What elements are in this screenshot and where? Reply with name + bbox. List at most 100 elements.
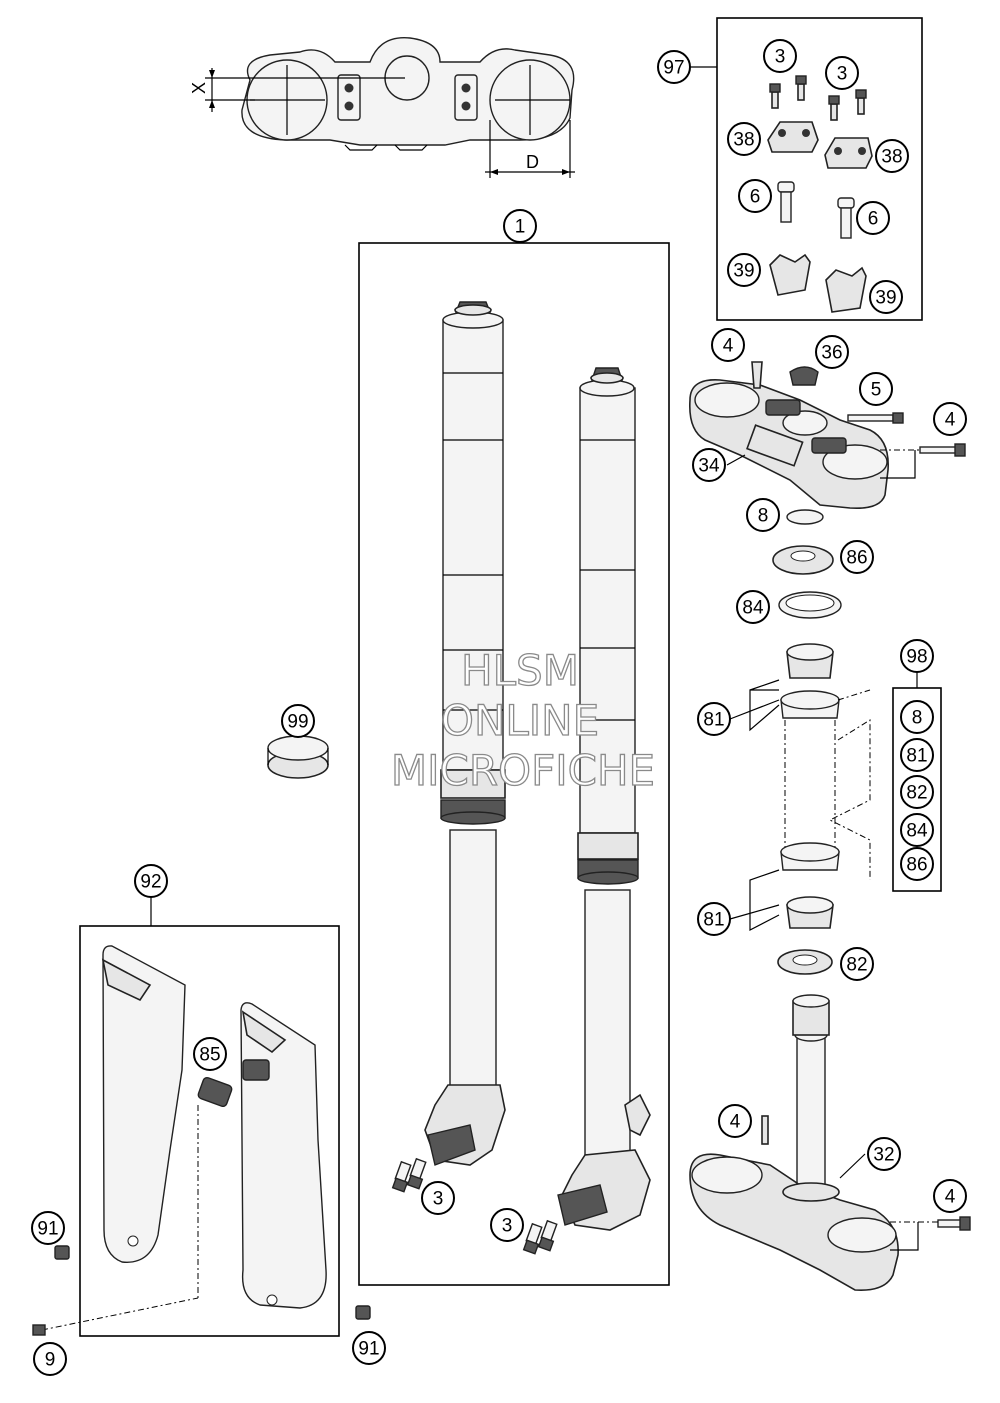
- callout-97[interactable]: 97: [657, 50, 691, 84]
- seal-ring-84: [778, 591, 842, 619]
- dimension-d-label: D: [526, 152, 539, 172]
- leader-lines: [726, 454, 866, 1179]
- svg-text:81: 81: [906, 746, 927, 767]
- handlebar-riser-icon: [769, 253, 811, 296]
- svg-text:4: 4: [723, 336, 734, 357]
- steering-head-outline: [784, 689, 871, 880]
- svg-text:5: 5: [871, 380, 882, 401]
- callout-81b[interactable]: 81: [697, 902, 731, 936]
- clamp-icon: [824, 137, 873, 169]
- callout-4a[interactable]: 4: [711, 328, 745, 362]
- svg-text:82: 82: [906, 783, 927, 804]
- callout-34[interactable]: 34: [692, 448, 726, 482]
- callout-3c[interactable]: 3: [421, 1181, 455, 1215]
- svg-text:91: 91: [358, 1339, 379, 1360]
- svg-text:86: 86: [906, 855, 927, 876]
- callout-9[interactable]: 9: [33, 1342, 67, 1376]
- callout-99[interactable]: 99: [281, 704, 315, 738]
- svg-text:81: 81: [703, 710, 724, 731]
- callout-8[interactable]: 8: [746, 498, 780, 532]
- svg-text:97: 97: [663, 58, 684, 79]
- svg-text:99: 99: [287, 712, 308, 733]
- fork-guard-right: [240, 1002, 327, 1309]
- svg-text:92: 92: [140, 872, 161, 893]
- svg-text:9: 9: [45, 1350, 56, 1371]
- svg-text:3: 3: [775, 47, 786, 68]
- svg-text:34: 34: [698, 456, 720, 477]
- callout-39a[interactable]: 39: [727, 253, 761, 287]
- callout-4d[interactable]: 4: [933, 1179, 967, 1213]
- callout-38b[interactable]: 38: [875, 139, 909, 173]
- svg-text:4: 4: [730, 1112, 741, 1133]
- clamp-screws-right: [522, 1219, 558, 1255]
- svg-text:HLSM: HLSM: [461, 646, 579, 695]
- callout-82[interactable]: 82: [840, 947, 874, 981]
- callout-92[interactable]: 92: [134, 864, 168, 898]
- svg-text:3: 3: [433, 1189, 444, 1210]
- callout-4b[interactable]: 4: [933, 402, 967, 436]
- svg-text:84: 84: [906, 821, 928, 842]
- o-ring-icon: [786, 509, 824, 525]
- svg-text:ONLINE: ONLINE: [441, 696, 599, 745]
- screw-icon: [751, 361, 763, 389]
- callout-3b[interactable]: 3: [825, 56, 859, 90]
- svg-text:38: 38: [881, 147, 902, 168]
- callout-91b[interactable]: 91: [352, 1331, 386, 1365]
- svg-text:85: 85: [199, 1045, 220, 1066]
- callout-81a[interactable]: 81: [697, 702, 731, 736]
- upper-triple-clamp: [688, 361, 966, 510]
- svg-text:32: 32: [873, 1145, 894, 1166]
- watermark: HLSM ONLINE MICROFICHE: [390, 645, 655, 795]
- callout-5[interactable]: 5: [859, 372, 893, 406]
- kit-98-item[interactable]: 82: [900, 775, 934, 809]
- svg-text:91: 91: [37, 1219, 58, 1240]
- kit-98-item[interactable]: 86: [900, 847, 934, 881]
- callout-1[interactable]: 1: [503, 209, 537, 243]
- screw-icon: [769, 75, 867, 121]
- callout-38a[interactable]: 38: [727, 122, 761, 156]
- callout-32[interactable]: 32: [867, 1137, 901, 1171]
- svg-text:6: 6: [868, 209, 879, 230]
- svg-text:39: 39: [875, 288, 896, 309]
- svg-text:8: 8: [912, 708, 923, 729]
- bolt-91: [54, 1245, 371, 1320]
- fork-leg-right: [557, 367, 651, 1231]
- svg-text:4: 4: [945, 410, 956, 431]
- kit-98-item[interactable]: 81: [900, 738, 934, 772]
- callout-39b[interactable]: 39: [869, 280, 903, 314]
- svg-text:36: 36: [821, 343, 842, 364]
- callout-4c[interactable]: 4: [718, 1104, 752, 1138]
- kit-98-item[interactable]: 8: [900, 700, 934, 734]
- clamp-screws-left: [391, 1157, 427, 1193]
- triple-clamp-dimension-sketch: X D: [189, 37, 575, 178]
- svg-text:3: 3: [837, 64, 848, 85]
- bolt-9: [32, 1324, 46, 1336]
- callout-84[interactable]: 84: [736, 590, 770, 624]
- svg-text:38: 38: [733, 130, 754, 151]
- callout-6b[interactable]: 6: [856, 201, 890, 235]
- callout-36[interactable]: 36: [815, 335, 849, 369]
- callout-6a[interactable]: 6: [738, 179, 772, 213]
- kit-98-item[interactable]: 84: [900, 813, 934, 847]
- svg-text:86: 86: [846, 548, 867, 569]
- svg-text:6: 6: [750, 187, 761, 208]
- bearing-81-lower: [780, 842, 840, 929]
- svg-text:1: 1: [515, 217, 526, 238]
- callout-3d[interactable]: 3: [490, 1208, 524, 1242]
- svg-text:MICROFICHE: MICROFICHE: [391, 746, 655, 795]
- callout-3a[interactable]: 3: [763, 39, 797, 73]
- svg-text:82: 82: [846, 955, 867, 976]
- svg-text:39: 39: [733, 261, 754, 282]
- fork-leg-left: [424, 301, 506, 1166]
- callout-91a[interactable]: 91: [31, 1211, 65, 1245]
- svg-text:81: 81: [703, 910, 724, 931]
- callout-85[interactable]: 85: [193, 1037, 227, 1071]
- callout-98[interactable]: 98: [900, 639, 934, 673]
- fork-guard-box: [79, 925, 340, 1337]
- callout-86[interactable]: 86: [840, 540, 874, 574]
- svg-text:8: 8: [758, 506, 769, 527]
- clamp-icon: [767, 121, 819, 153]
- svg-text:4: 4: [945, 1187, 956, 1208]
- svg-text:98: 98: [906, 647, 927, 668]
